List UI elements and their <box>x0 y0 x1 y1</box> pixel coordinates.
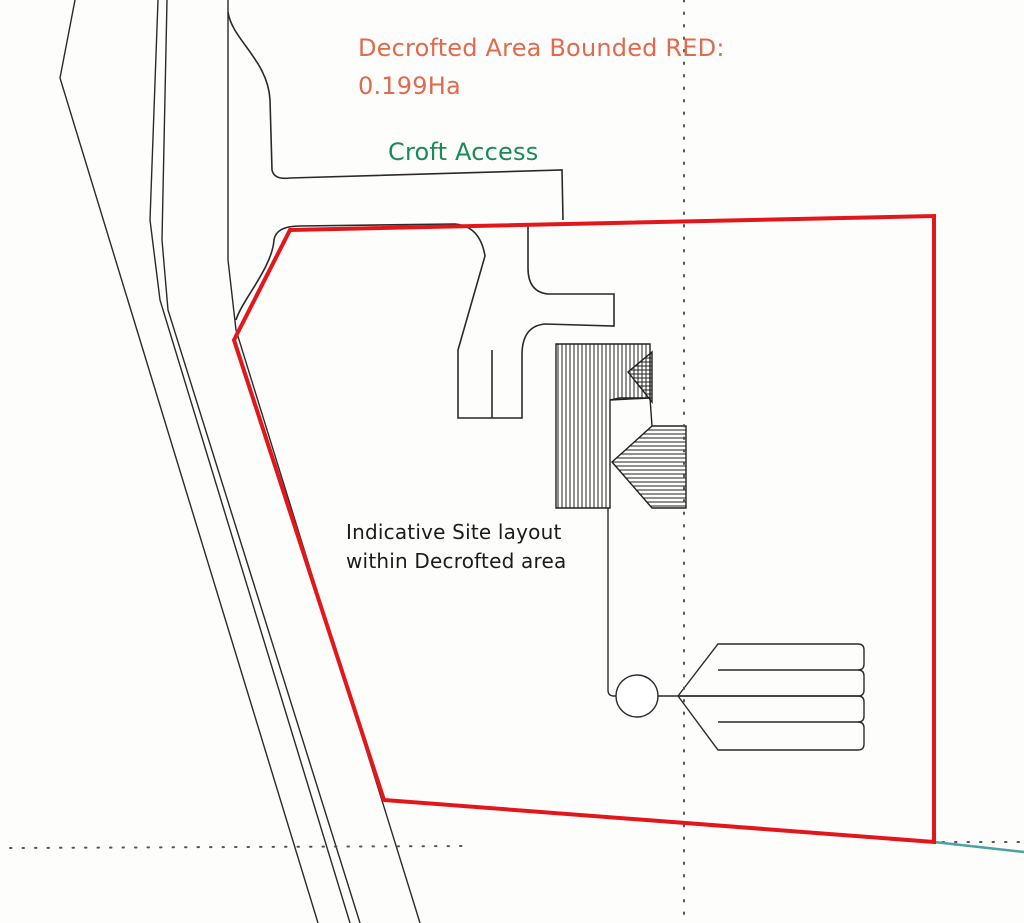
decrofted-area-size: 0.199Ha <box>358 72 461 100</box>
site-layout-label-line1: Indicative Site layout <box>346 520 562 544</box>
soakaway-trenches <box>677 643 865 751</box>
house-ridge <box>609 397 653 427</box>
house-footprint <box>555 343 687 509</box>
site-layout-label-line2: within Decrofted area <box>346 549 567 573</box>
croft-access-label: Croft Access <box>388 138 539 166</box>
house-wing-upper <box>627 350 653 404</box>
road-edge-west <box>59 0 319 923</box>
house-wing-lower <box>611 425 687 509</box>
decrofted-boundary-red <box>231 213 936 845</box>
track-south-edge <box>235 223 615 419</box>
croft-access-track <box>227 11 615 419</box>
road-edge-inner-west <box>149 0 351 923</box>
track-north-edge <box>227 11 564 221</box>
drain-pipe <box>607 508 618 697</box>
road-edge-inner-east <box>161 0 361 923</box>
dotted-line-horizontal <box>9 845 471 849</box>
septic-tank-circle <box>615 674 659 718</box>
main-road <box>59 0 421 923</box>
teal-boundary-line <box>933 840 1024 854</box>
drainage-system <box>607 508 865 751</box>
decrofted-area-title: Decrofted Area Bounded RED: <box>358 34 725 62</box>
dotted-boundaries <box>9 0 1024 923</box>
